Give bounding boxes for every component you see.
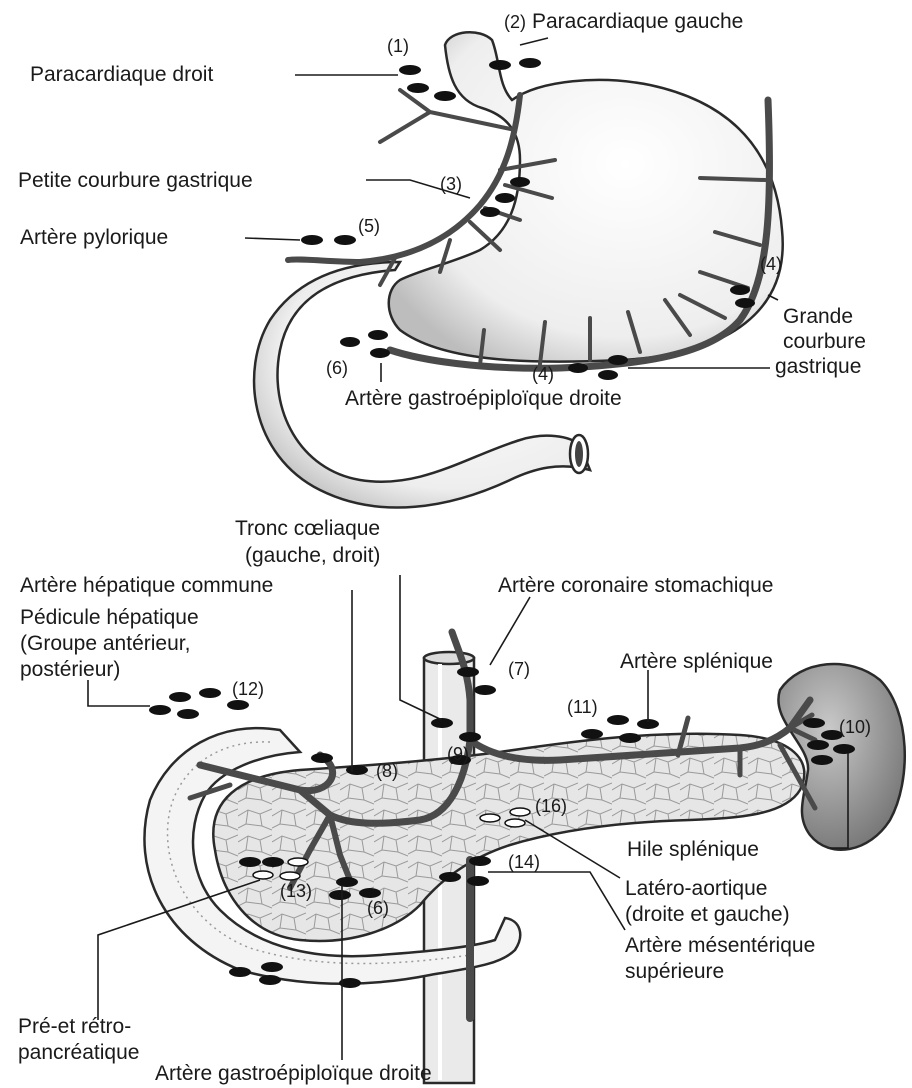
label-pre-retro-2: pancréatique [18,1041,139,1064]
label-9: (9) [447,744,469,764]
label-artere-pylorique: Artère pylorique [20,226,168,249]
label-14: (14) [508,852,540,872]
label-grande-courbure-3: gastrique [775,355,861,378]
label-13: (13) [280,881,312,901]
stomach-figure: (1) (2) (3) (4) (4) (5) (6) Paracardiaqu… [18,10,866,508]
label-tronc-1: Tronc cœliaque [235,517,380,540]
label-paracardiaque-droit: Paracardiaque droit [30,63,213,86]
label-pedicule-1: Pédicule hépatique [20,606,199,629]
label-latero-1: Latéro-aortique [625,877,767,900]
label-splenique: Artère splénique [620,650,773,673]
label-3: (3) [440,174,462,194]
label-1: (1) [387,36,409,56]
label-tronc-2: (gauche, droit) [245,544,380,567]
label-pedicule-3: postérieur) [20,658,120,681]
label-petite-courbure: Petite courbure gastrique [18,169,253,192]
label-grande-courbure-2: courbure [783,330,866,353]
label-coronaire: Artère coronaire stomachique [498,574,773,597]
label-5: (5) [358,216,380,236]
label-mesenterique-2: supérieure [625,960,724,983]
label-11: (11) [567,697,598,717]
label-10: (10) [839,717,871,737]
label-grande-courbure-1: Grande [783,305,853,328]
label-mesenterique-1: Artère mésentérique [625,934,815,957]
pancreas-figure: (7) (8) (9) (10) (11) (12) (13) (14) (16… [18,517,905,1085]
label-gastroepiploique-bottom: Artère gastroépiploïque droite [155,1062,432,1085]
label-6-bottom: (6) [367,898,389,918]
label-pre-retro-1: Pré-et rétro- [18,1015,131,1038]
label-pedicule-2: (Groupe antérieur, [20,632,190,655]
label-2: (2) [504,12,526,32]
label-12: (12) [232,679,264,699]
label-4b: (4) [532,364,554,384]
label-8: (8) [376,761,398,781]
stomach [389,32,783,361]
label-paracardiaque-gauche: Paracardiaque gauche [532,10,743,33]
label-artere-gastroepiploique-top: Artère gastroépiploïque droite [345,387,622,410]
label-4a: (4) [760,254,782,274]
label-7: (7) [508,659,530,679]
label-hile: Hile splénique [627,838,759,861]
label-16: (16) [535,796,567,816]
label-hepatique-commune: Artère hépatique commune [20,574,273,597]
label-6: (6) [326,358,348,378]
label-latero-2: (droite et gauche) [625,903,790,926]
